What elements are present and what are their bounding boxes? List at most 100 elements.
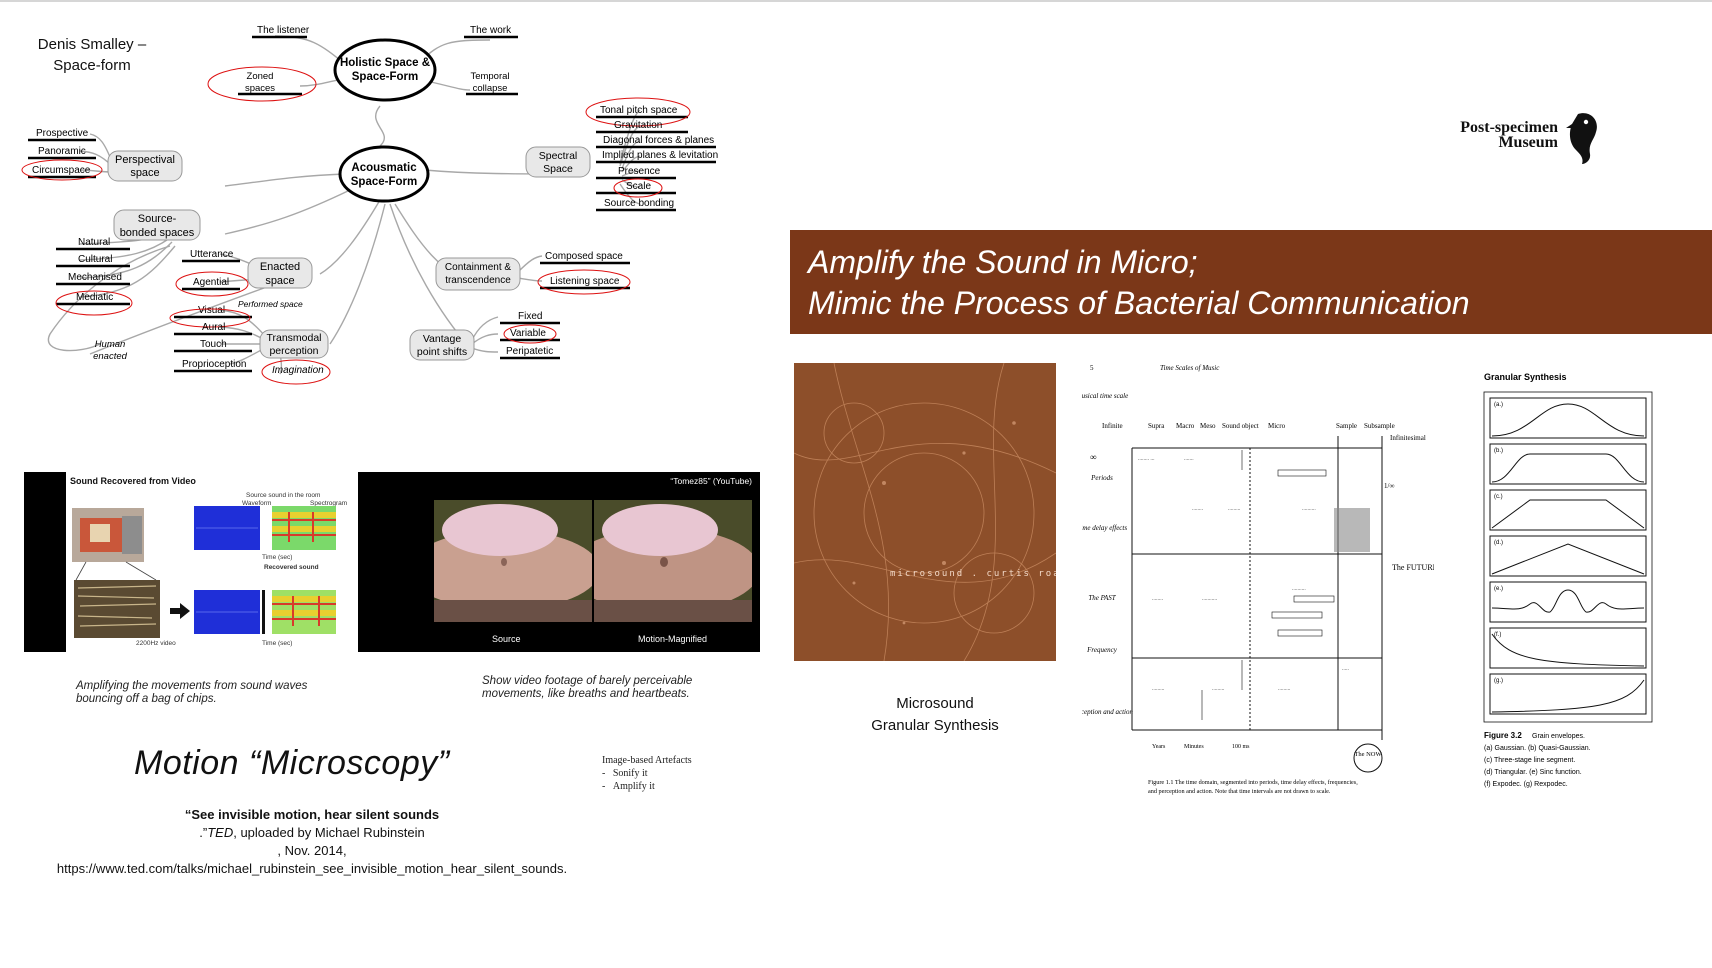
sound-panel-graphics bbox=[72, 506, 336, 638]
banner-line-1: Amplify the Sound in Micro; bbox=[808, 244, 1198, 280]
svg-text:Mechanised: Mechanised bbox=[68, 272, 122, 283]
artefacts-list: Image-based Artefacts - Sonify it - Ampl… bbox=[602, 755, 692, 792]
svg-text:Implied planes & levitation: Implied planes & levitation bbox=[602, 150, 718, 161]
svg-text:Supra: Supra bbox=[1148, 422, 1165, 430]
ted-url[interactable]: https://www.ted.com/talks/michael_rubins… bbox=[56, 861, 568, 876]
svg-text:Subsample: Subsample bbox=[1364, 422, 1395, 430]
svg-text:Sound object: Sound object bbox=[1222, 422, 1259, 430]
svg-text:Source bonding: Source bonding bbox=[604, 198, 674, 209]
time-label-2: Time (sec) bbox=[262, 640, 293, 647]
enacted-node: Enacted space bbox=[247, 257, 313, 289]
sound-recovered-slide: Sound Recovered from Video Source sound … bbox=[66, 472, 358, 652]
spectral-items: Tonal pitch space Gravitation Diagonal f… bbox=[585, 97, 718, 212]
svg-text:Enacted: Enacted bbox=[260, 261, 300, 273]
svg-text:Fixed: Fixed bbox=[518, 311, 542, 322]
svg-text:Years: Years bbox=[1152, 744, 1166, 750]
svg-text:(c.): (c.) bbox=[1494, 494, 1503, 500]
svg-text:5: 5 bbox=[1090, 364, 1094, 372]
leaf-work: The work bbox=[470, 25, 512, 36]
svg-text:Aural: Aural bbox=[202, 322, 225, 333]
perspectival-node: Perspectival space bbox=[107, 150, 183, 182]
containment-node: Containment & transcendence bbox=[435, 257, 521, 291]
svg-text:Grain envelopes.: Grain envelopes. bbox=[1532, 733, 1585, 740]
svg-text:Scale: Scale bbox=[626, 181, 651, 192]
belly-source-art bbox=[434, 500, 592, 622]
album-cover-text: microsound . curtis roads bbox=[890, 569, 1056, 579]
svg-text:Infinitesimal: Infinitesimal bbox=[1390, 434, 1426, 442]
belly-credit: “Tomez85” (YouTube) bbox=[670, 476, 752, 486]
museum-logo-text: Post-specimen Museum bbox=[1460, 119, 1558, 151]
svg-text:bonded spaces: bonded spaces bbox=[120, 227, 195, 239]
svg-text:Minutes: Minutes bbox=[1184, 744, 1204, 750]
svg-text:(g.): (g.) bbox=[1494, 678, 1503, 684]
belly-source-label: Source bbox=[492, 634, 521, 644]
svg-text:.........: ......... bbox=[1152, 686, 1165, 692]
svg-text:Infinite: Infinite bbox=[1102, 422, 1123, 430]
svg-text:Presence: Presence bbox=[618, 166, 661, 177]
space-form-mindmap: Holistic Space & Space-Form Acousmatic S… bbox=[21, 25, 718, 385]
svg-text:Source-: Source- bbox=[138, 213, 177, 225]
leaf-composed: Composed space bbox=[545, 251, 623, 262]
leaf-zoned-2: spaces bbox=[245, 83, 275, 94]
svg-text:and perception and action. Not: and perception and action. Note that tim… bbox=[1148, 788, 1331, 795]
svg-text:(d) Triangular. (e) Sinc funct: (d) Triangular. (e) Sinc function. bbox=[1484, 769, 1582, 776]
svg-text:...........: ........... bbox=[1202, 596, 1218, 602]
svg-text:Prospective: Prospective bbox=[36, 128, 89, 139]
svg-text:Perspectival: Perspectival bbox=[115, 154, 175, 166]
svg-text:Natural: Natural bbox=[78, 237, 110, 248]
leaf-temporal-1: Temporal bbox=[470, 71, 509, 82]
svg-text:Diagonal forces & planes: Diagonal forces & planes bbox=[603, 135, 714, 146]
svg-text:Figure 1.1 The time domain,: Figure 1.1 The time domain, segmented in… bbox=[1148, 779, 1358, 786]
recovered-label: Recovered sound bbox=[264, 564, 319, 571]
svg-text:.........: ......... bbox=[1278, 686, 1291, 692]
time-row-labels: Musical time scale Periods Time delay ef… bbox=[1082, 392, 1133, 716]
performed-space: Performed space bbox=[238, 299, 303, 309]
belly-magnified-art bbox=[594, 500, 752, 622]
svg-text:.......: ....... bbox=[1184, 456, 1194, 462]
time-top-labels: Infinite Supra Macro Meso Sound object M… bbox=[1102, 422, 1426, 442]
svg-text:........ ...: ........ ... bbox=[1138, 456, 1155, 462]
belly-panel-margin bbox=[384, 472, 432, 652]
belly-magnified-image bbox=[594, 500, 752, 622]
svg-text:Periods: Periods bbox=[1090, 474, 1113, 482]
human-enacted-2: enacted bbox=[93, 351, 128, 362]
microsound-album-cover: microsound . curtis roads bbox=[794, 363, 1056, 661]
time-scales-figure: 5 Time Scales of Music Musical time scal… bbox=[1082, 364, 1434, 795]
ted-citation: “See invisible motion, hear silent sound… bbox=[22, 806, 602, 878]
svg-text:..........: .......... bbox=[1302, 506, 1316, 512]
belly-magnified-label: Motion-Magnified bbox=[638, 634, 708, 644]
svg-text:space: space bbox=[265, 275, 294, 287]
leaf-imagination: Imagination bbox=[272, 365, 324, 376]
svg-text:.....: ..... bbox=[1342, 666, 1350, 672]
svg-text:Meso: Meso bbox=[1200, 422, 1216, 430]
svg-text:Gravitation: Gravitation bbox=[614, 120, 662, 131]
motion-magnified-panel: “Tomez85” (YouTube) Source Motion-Magnif… bbox=[432, 472, 760, 652]
human-enacted-1: Human bbox=[95, 339, 126, 350]
svg-text:Space-Form: Space-Form bbox=[351, 176, 417, 188]
svg-text:Circumspace: Circumspace bbox=[32, 165, 91, 176]
svg-text:Time Scales of Music: Time Scales of Music bbox=[1160, 364, 1220, 372]
svg-text:Macro: Macro bbox=[1176, 422, 1195, 430]
svg-text:The PAST: The PAST bbox=[1088, 594, 1116, 602]
leaf-listener: The listener bbox=[257, 25, 310, 36]
svg-text:Cultural: Cultural bbox=[78, 254, 112, 265]
fps-label: 2200Hz video bbox=[136, 640, 176, 647]
sound-panel-title: Sound Recovered from Video bbox=[70, 476, 196, 486]
svg-text:100 ms: 100 ms bbox=[1232, 744, 1250, 750]
svg-text:(f.): (f.) bbox=[1494, 632, 1501, 638]
vantage-node: Vantage point shifts bbox=[409, 329, 475, 361]
svg-text:Acousmatic: Acousmatic bbox=[351, 162, 417, 174]
svg-text:Transmodal: Transmodal bbox=[266, 332, 321, 344]
svg-text:Containment &: Containment & bbox=[445, 262, 511, 273]
leaf-listening: Listening space bbox=[550, 276, 620, 287]
svg-text:.........: ......... bbox=[1212, 686, 1225, 692]
top-divider bbox=[0, 0, 1712, 2]
svg-text:(c) Three-stage line segment.: (c) Three-stage line segment. bbox=[1484, 757, 1575, 764]
leaf-agential: Agential bbox=[193, 277, 229, 288]
svg-text:........: ........ bbox=[1192, 506, 1204, 512]
svg-text:∞: ∞ bbox=[1090, 452, 1096, 462]
svg-text:Proprioception: Proprioception bbox=[182, 359, 246, 370]
svg-text:Mediatic: Mediatic bbox=[76, 292, 113, 303]
svg-text:Panoramic: Panoramic bbox=[38, 146, 86, 157]
svg-text:.........: ......... bbox=[1228, 506, 1241, 512]
